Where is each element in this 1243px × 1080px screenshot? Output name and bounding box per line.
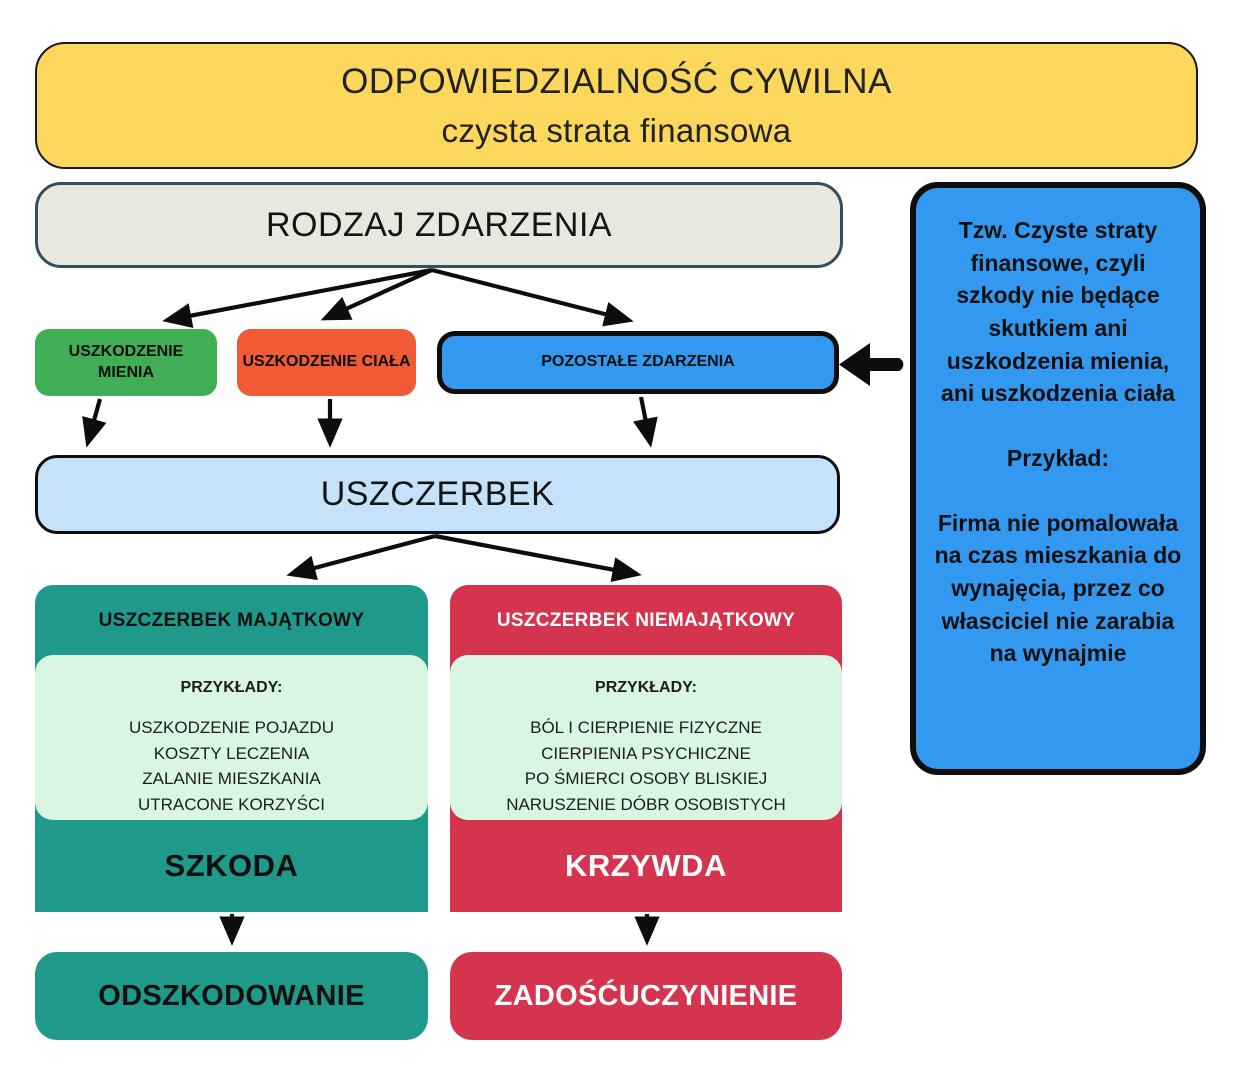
property-damage-event-box: USZKODZENIE MIENIA [35, 329, 217, 396]
note-pointer-arrow [839, 343, 904, 386]
title-card: ODPOWIEDZIALNOŚĆ CYWILNA czysta strata f… [35, 42, 1198, 169]
non-material-result-label: KRZYWDA [565, 848, 727, 883]
arrow-rodzaj-to-green [162, 267, 433, 329]
arrow-rodzaj-to-orange [320, 268, 433, 321]
event-type-box: RODZAJ ZDARZENIA [35, 182, 843, 268]
non-material-detriment-column: USZCZERBEK NIEMAJĄTKOWY PRZYKŁADY: BÓL I… [450, 585, 842, 912]
non-material-examples-label: PRZYKŁADY: [595, 679, 697, 696]
arrow-uszczerbek-to-right [434, 533, 642, 583]
note-definition: Tzw. Czyste straty finansowe, czyli szko… [941, 217, 1175, 407]
property-damage-event-label: USZKODZENIE MIENIA [68, 342, 184, 381]
arrow-uszczerbek-to-left [286, 533, 436, 581]
detriment-label: USZCZERBEK [320, 475, 555, 513]
arrow-blue-to-uszczerbek [633, 396, 658, 448]
material-examples-panel: PRZYKŁADY: USZKODZENIE POJAZDU KOSZTY LE… [35, 655, 428, 820]
redress-label: ZADOŚĆUCZYNIENIE [494, 979, 798, 1012]
other-events-box: POZOSTAŁE ZDARZENIA [437, 331, 839, 394]
bodily-injury-event-label: USZKODZENIE CIAŁA [242, 353, 411, 371]
compensation-label: ODSZKODOWANIE [98, 979, 365, 1012]
material-detriment-column: USZCZERBEK MAJĄTKOWY PRZYKŁADY: USZKODZE… [35, 585, 428, 912]
arrow-green-to-uszczerbek [82, 398, 107, 448]
arrow-rodzaj-to-blue [431, 267, 634, 327]
title-line-1: ODPOWIEDZIALNOŚĆ CYWILNA [341, 61, 892, 101]
non-material-detriment-header: USZCZERBEK NIEMAJĄTKOWY [496, 609, 796, 631]
example-item: KOSZTY LECZENIA [153, 743, 310, 763]
compensation-box: ODSZKODOWANIE [35, 952, 428, 1040]
example-item: BÓL I CIERPIENIE FIZYCZNE [530, 718, 762, 737]
pure-financial-loss-note: Tzw. Czyste straty finansowe, czyli szko… [910, 182, 1206, 775]
redress-box: ZADOŚĆUCZYNIENIE [450, 952, 842, 1040]
example-item: PO ŚMIERCI OSOBY BLISKIEJ [524, 769, 768, 788]
material-examples-label: PRZYKŁADY: [180, 679, 283, 696]
example-item: ZALANIE MIESZKANIA [142, 769, 321, 788]
detriment-box: USZCZERBEK [35, 455, 840, 534]
example-item: NARUSZENIE DÓBR OSOBISTYCH [506, 794, 786, 814]
example-item: UTRACONE KORZYŚCI [137, 794, 326, 814]
material-detriment-header: USZCZERBEK MAJĄTKOWY [98, 609, 365, 631]
other-events-label: POZOSTAŁE ZDARZENIA [541, 353, 735, 371]
event-type-label: RODZAJ ZDARZENIA [265, 205, 613, 244]
note-example-label: Przykład: [1006, 444, 1110, 471]
note-example-text: Firma nie pomalowała na czas mieszkania … [934, 509, 1182, 667]
example-item: USZKODZENIE POJAZDU [129, 718, 334, 737]
material-result-label: SZKODA [164, 848, 299, 883]
example-item: CIERPIENIA PSYCHICZNE [541, 743, 751, 763]
bodily-injury-event-box: USZKODZENIE CIAŁA [237, 329, 416, 396]
non-material-examples-panel: PRZYKŁADY: BÓL I CIERPIENIE FIZYCZNE CIE… [450, 655, 842, 820]
title-line-2: czysta strata finansowa [441, 111, 792, 149]
